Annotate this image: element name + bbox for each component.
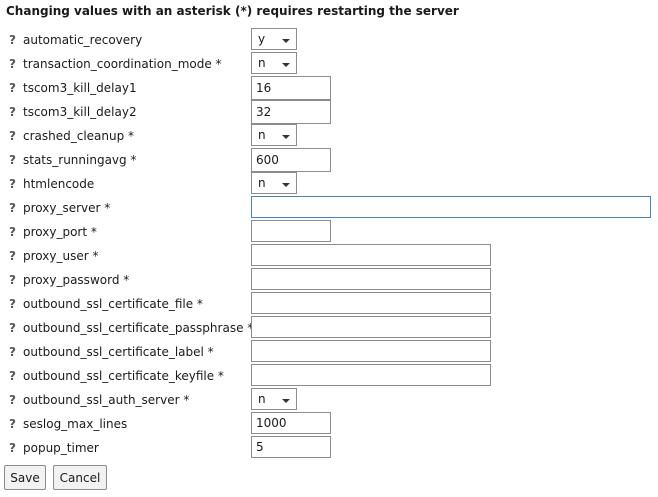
help-icon[interactable]: ?	[9, 177, 16, 191]
help-icon[interactable]: ?	[9, 105, 16, 119]
proxy-user-input[interactable]	[251, 244, 491, 266]
setting-row-proxy-password: ? proxy_password *	[0, 268, 658, 292]
chevron-down-icon	[282, 135, 290, 139]
page-title: Changing values with an asterisk (*) req…	[6, 4, 459, 18]
setting-label: outbound_ssl_auth_server *	[23, 393, 190, 407]
setting-label: tscom3_kill_delay2	[23, 105, 137, 119]
stats-runningavg-input[interactable]	[251, 148, 331, 172]
setting-label: outbound_ssl_certificate_passphrase *	[23, 321, 254, 335]
setting-row-transaction-coordination-mode: ? transaction_coordination_mode * n	[0, 52, 658, 76]
outbound-ssl-certificate-keyfile-input[interactable]	[251, 364, 491, 386]
setting-row-tscom3-kill-delay1: ? tscom3_kill_delay1	[0, 76, 658, 100]
setting-row-outbound-ssl-certificate-file: ? outbound_ssl_certificate_file *	[0, 292, 658, 316]
chevron-down-icon	[282, 399, 290, 403]
proxy-server-input[interactable]	[251, 196, 651, 218]
help-icon[interactable]: ?	[9, 273, 16, 287]
tscom3-kill-delay1-input[interactable]	[251, 76, 331, 100]
save-button[interactable]: Save	[4, 465, 46, 490]
outbound-ssl-certificate-passphrase-input[interactable]	[251, 316, 491, 338]
setting-label: seslog_max_lines	[23, 417, 128, 431]
transaction-coordination-mode-select[interactable]: n	[251, 52, 297, 74]
help-icon[interactable]: ?	[9, 129, 16, 143]
setting-row-outbound-ssl-certificate-keyfile: ? outbound_ssl_certificate_keyfile *	[0, 364, 658, 388]
help-icon[interactable]: ?	[9, 417, 16, 431]
setting-row-seslog-max-lines: ? seslog_max_lines	[0, 412, 658, 436]
tscom3-kill-delay2-input[interactable]	[251, 100, 331, 124]
setting-label: proxy_port *	[23, 225, 97, 239]
setting-row-crashed-cleanup: ? crashed_cleanup * n	[0, 124, 658, 148]
seslog-max-lines-input[interactable]	[251, 412, 331, 434]
help-icon[interactable]: ?	[9, 441, 16, 455]
setting-label: proxy_password *	[23, 273, 130, 287]
setting-row-proxy-port: ? proxy_port *	[0, 220, 658, 244]
help-icon[interactable]: ?	[9, 57, 16, 71]
setting-label: crashed_cleanup *	[23, 129, 135, 143]
help-icon[interactable]: ?	[9, 297, 16, 311]
setting-label: outbound_ssl_certificate_keyfile *	[23, 369, 224, 383]
setting-row-tscom3-kill-delay2: ? tscom3_kill_delay2	[0, 100, 658, 124]
setting-label: popup_timer	[23, 441, 99, 455]
setting-label: outbound_ssl_certificate_label *	[23, 345, 214, 359]
select-value: y	[258, 32, 266, 46]
chevron-down-icon	[282, 39, 290, 43]
help-icon[interactable]: ?	[9, 393, 16, 407]
setting-label: tscom3_kill_delay1	[23, 81, 137, 95]
help-icon[interactable]: ?	[9, 201, 16, 215]
cancel-button[interactable]: Cancel	[53, 465, 107, 490]
setting-row-popup-timer: ? popup_timer	[0, 436, 658, 460]
help-icon[interactable]: ?	[9, 153, 16, 167]
setting-row-proxy-user: ? proxy_user *	[0, 244, 658, 268]
help-icon[interactable]: ?	[9, 345, 16, 359]
select-value: n	[258, 128, 266, 142]
proxy-password-input[interactable]	[251, 268, 491, 290]
select-value: n	[258, 176, 266, 190]
popup-timer-input[interactable]	[251, 436, 331, 458]
help-icon[interactable]: ?	[9, 249, 16, 263]
setting-row-outbound-ssl-certificate-passphrase: ? outbound_ssl_certificate_passphrase *	[0, 316, 658, 340]
setting-row-stats-runningavg: ? stats_runningavg *	[0, 148, 658, 172]
setting-label: proxy_server *	[23, 201, 111, 215]
setting-label: transaction_coordination_mode *	[23, 57, 222, 71]
setting-row-htmlencode: ? htmlencode n	[0, 172, 658, 196]
help-icon[interactable]: ?	[9, 321, 16, 335]
outbound-ssl-auth-server-select[interactable]: n	[251, 388, 297, 410]
setting-row-proxy-server: ? proxy_server *	[0, 196, 658, 220]
help-icon[interactable]: ?	[9, 225, 16, 239]
crashed-cleanup-select[interactable]: n	[251, 124, 297, 146]
setting-label: automatic_recovery	[23, 33, 143, 47]
select-value: n	[258, 56, 266, 70]
automatic-recovery-select[interactable]: y	[251, 28, 297, 50]
htmlencode-select[interactable]: n	[251, 172, 297, 194]
chevron-down-icon	[282, 183, 290, 187]
outbound-ssl-certificate-label-input[interactable]	[251, 340, 491, 362]
setting-label: htmlencode	[23, 177, 95, 191]
setting-label: proxy_user *	[23, 249, 99, 263]
outbound-ssl-certificate-file-input[interactable]	[251, 292, 491, 314]
setting-label: outbound_ssl_certificate_file *	[23, 297, 203, 311]
setting-row-outbound-ssl-certificate-label: ? outbound_ssl_certificate_label *	[0, 340, 658, 364]
help-icon[interactable]: ?	[9, 33, 16, 47]
select-value: n	[258, 392, 266, 406]
proxy-port-input[interactable]	[251, 220, 331, 242]
chevron-down-icon	[282, 63, 290, 67]
setting-row-outbound-ssl-auth-server: ? outbound_ssl_auth_server * n	[0, 388, 658, 412]
help-icon[interactable]: ?	[9, 81, 16, 95]
setting-label: stats_runningavg *	[23, 153, 137, 167]
setting-row-automatic-recovery: ? automatic_recovery y	[0, 28, 658, 52]
help-icon[interactable]: ?	[9, 369, 16, 383]
